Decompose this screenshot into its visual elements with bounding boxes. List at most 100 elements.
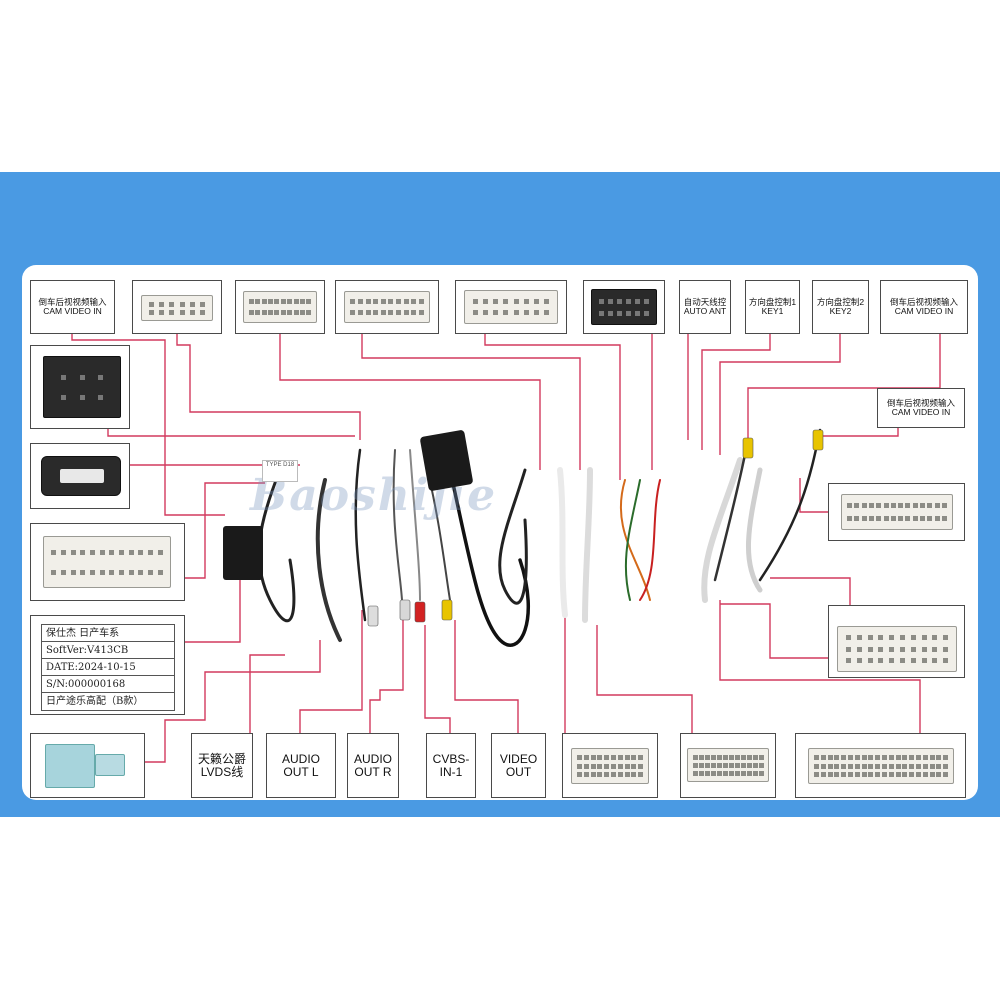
connector-pin [932, 635, 938, 641]
connector-pin [728, 770, 734, 776]
connector-pin [306, 299, 312, 304]
key1-box: 方向盘控制1 KEY1 [745, 280, 800, 334]
harness-cable [745, 467, 763, 593]
connector-pin [861, 754, 867, 760]
connector-pin [169, 309, 175, 315]
connector-pin [704, 762, 710, 768]
connector-pin [293, 310, 299, 315]
connector-pin [869, 503, 874, 508]
connector-pin [608, 310, 613, 316]
connector-pin [734, 754, 740, 760]
connector-pin [740, 770, 746, 776]
connector-pin [915, 754, 921, 760]
connector-pin [883, 516, 889, 521]
connector-box-4 [335, 280, 439, 334]
white-connector-b3 [808, 748, 954, 784]
connector-pin [576, 763, 582, 769]
connector-pin [845, 657, 851, 663]
connector-pin [159, 309, 164, 315]
connector-pin [915, 772, 921, 778]
connector-pin [610, 772, 616, 778]
connector-pin [841, 772, 847, 778]
connector-pin [820, 763, 826, 769]
connector-pin [373, 310, 379, 315]
connector-pin [644, 310, 649, 316]
blue-lvds-connector [45, 744, 95, 788]
harness-cable [448, 468, 530, 647]
connector-pin [617, 772, 623, 778]
audio-out-r-label: AUDIO OUT R [353, 751, 392, 779]
info-card-line-4: S/N:000000168 [42, 676, 174, 693]
connector-pin [626, 298, 631, 304]
connector-pin [60, 394, 66, 400]
connector-pin [472, 310, 478, 315]
lvds-connector-latch [95, 754, 125, 776]
rca-plug [812, 429, 824, 451]
connector-box-bottom-2 [680, 733, 776, 798]
cam-video-in-label-3: 倒车后视视频输入 CAM VIDEO IN [886, 397, 955, 417]
connector-pin [943, 646, 949, 652]
connector-pin [274, 299, 280, 304]
connector-pin [752, 754, 758, 760]
connector-pin [597, 754, 603, 760]
connector-pin [51, 569, 57, 575]
connector-pin [728, 762, 734, 768]
connector-pin [583, 754, 589, 760]
connector-pin [418, 299, 424, 304]
connector-pin [692, 754, 698, 760]
connector-pin [99, 549, 105, 555]
connector-pin [813, 763, 819, 769]
harness-cable [582, 467, 593, 623]
connector-pin [876, 503, 882, 508]
white-connector-5 [464, 290, 558, 324]
connector-pin [888, 763, 894, 769]
connector-pin [128, 569, 134, 575]
usb-port [41, 456, 121, 496]
connector-pin [523, 310, 529, 315]
connector-pin [943, 772, 949, 778]
connector-pin [159, 301, 164, 307]
connector-pin [109, 549, 115, 555]
connector-pin [138, 549, 144, 555]
connector-pin [590, 754, 596, 760]
audio-out-r-box: AUDIO OUT R [347, 733, 399, 798]
connector-box-6 [583, 280, 665, 334]
connector-pin [626, 310, 631, 316]
connector-pin [306, 310, 312, 315]
white-connector-3 [243, 291, 317, 323]
connector-pin [157, 569, 163, 575]
connector-pin [867, 657, 873, 663]
connector-pin [357, 310, 363, 315]
callout-line [719, 600, 921, 733]
connector-pin [692, 770, 698, 776]
connector-pin [936, 754, 942, 760]
connector-pin [79, 374, 85, 380]
connector-pin [710, 754, 716, 760]
connector-pin [912, 516, 918, 521]
connector-pin [902, 763, 908, 769]
auto-ant-box: 自动天线控 AUTO ANT [679, 280, 731, 334]
info-card: 保仕杰 日产车系 SoftVer:V413CB DATE:2024-10-15 … [41, 624, 175, 711]
connector-pin [902, 772, 908, 778]
connector-pin [624, 754, 630, 760]
connector-box-3 [235, 280, 325, 334]
video-out-box: VIDEO OUT [491, 733, 546, 798]
connector-pin [920, 503, 925, 508]
connector-pin [746, 754, 752, 760]
connector-pin [590, 772, 596, 778]
connector-pin [395, 299, 401, 304]
connector-pin [868, 754, 874, 760]
lvds-connector-box [30, 733, 145, 798]
connector-pin [868, 763, 874, 769]
connector-pin [261, 310, 267, 315]
connector-pin [841, 763, 847, 769]
connector-pin [898, 503, 904, 508]
connector-pin [854, 503, 860, 508]
connector-pin [895, 763, 901, 769]
connector-pin [80, 549, 86, 555]
connector-pin [70, 569, 76, 575]
connector-pin [128, 549, 134, 555]
connector-pin [899, 646, 905, 652]
connector-pin [841, 754, 847, 760]
connector-pin [883, 503, 889, 508]
